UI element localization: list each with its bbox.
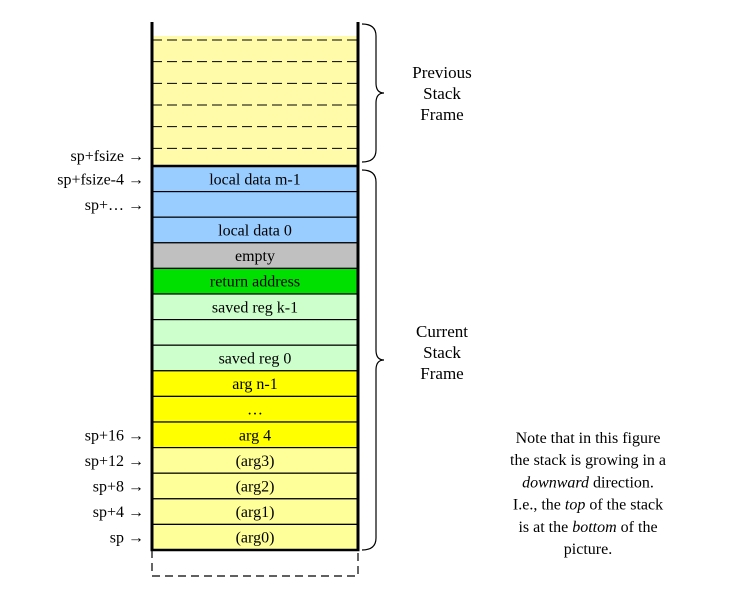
pointer-label: sp+4 → (93, 504, 144, 521)
current-frame-label: Stack (423, 343, 461, 362)
next-free-slot-dashed (151, 550, 359, 577)
note-line: downward direction. (522, 474, 654, 491)
note-emphasis: downward (522, 474, 590, 491)
previous-frame-label: Stack (423, 84, 461, 103)
note-segment: I.e., the (513, 497, 565, 514)
stack-cell-label: local data m-1 (209, 171, 301, 188)
note-segment: direction. (589, 474, 654, 491)
pointer-label: sp → (110, 530, 144, 547)
stack-cell (151, 447, 359, 474)
previous-frame-area (152, 36, 358, 166)
stack-cell (151, 165, 359, 193)
stack-cell-label: (arg0) (236, 530, 275, 547)
note-segment: the stack is growing in a (510, 452, 666, 469)
pointer-label: sp+… → (85, 197, 144, 214)
stack-cell (151, 319, 359, 346)
stack-cell-label: arg n-1 (232, 376, 277, 393)
pointer-label: sp+16 → (85, 427, 144, 444)
current-frame-label: Frame (420, 364, 463, 383)
stack-cell (151, 191, 359, 218)
note-segment: of the (617, 519, 658, 536)
stack-cell-label: local data 0 (218, 223, 292, 240)
pointer-label: sp+8 → (93, 479, 144, 496)
note-line: the stack is growing in a (510, 452, 666, 469)
stack-cell-label: saved reg k-1 (212, 299, 298, 316)
note-line: Note that in this figure (516, 430, 661, 447)
note-emphasis: bottom (572, 519, 616, 536)
current-frame-brace (361, 169, 385, 551)
current-frame-label: Current (416, 322, 468, 341)
stack-cell (151, 498, 359, 525)
note-line: is at the bottom of the (518, 519, 657, 536)
pointer-label: sp+fsize → (71, 148, 144, 165)
stack-cell-label: (arg1) (236, 504, 275, 521)
note-segment: Note that in this figure (516, 430, 661, 447)
previous-frame-label: Previous (412, 63, 472, 82)
note-segment: of the stack (585, 497, 663, 514)
stack-cell-label: (arg3) (236, 453, 275, 470)
note-line: I.e., the top of the stack (513, 497, 663, 514)
stack-cell-label: (arg2) (236, 479, 275, 496)
stack-cell-label: return address (210, 274, 300, 291)
stack-cell-label: arg 4 (239, 427, 271, 444)
stack-cell-label: saved reg 0 (219, 351, 292, 368)
previous-frame-label: Frame (420, 105, 463, 124)
stack-cell (151, 242, 359, 270)
previous-frame-brace (361, 23, 385, 163)
pointer-label: sp+fsize-4 → (57, 171, 144, 188)
stack-cell-label: … (247, 402, 263, 419)
note-emphasis: top (565, 497, 585, 514)
note-line: picture. (564, 541, 612, 558)
stack-cell (151, 421, 359, 449)
stack-cell-label: empty (235, 248, 275, 265)
pointer-label: sp+12 → (85, 453, 144, 470)
note-segment: is at the (518, 519, 572, 536)
note-segment: picture. (564, 541, 612, 558)
